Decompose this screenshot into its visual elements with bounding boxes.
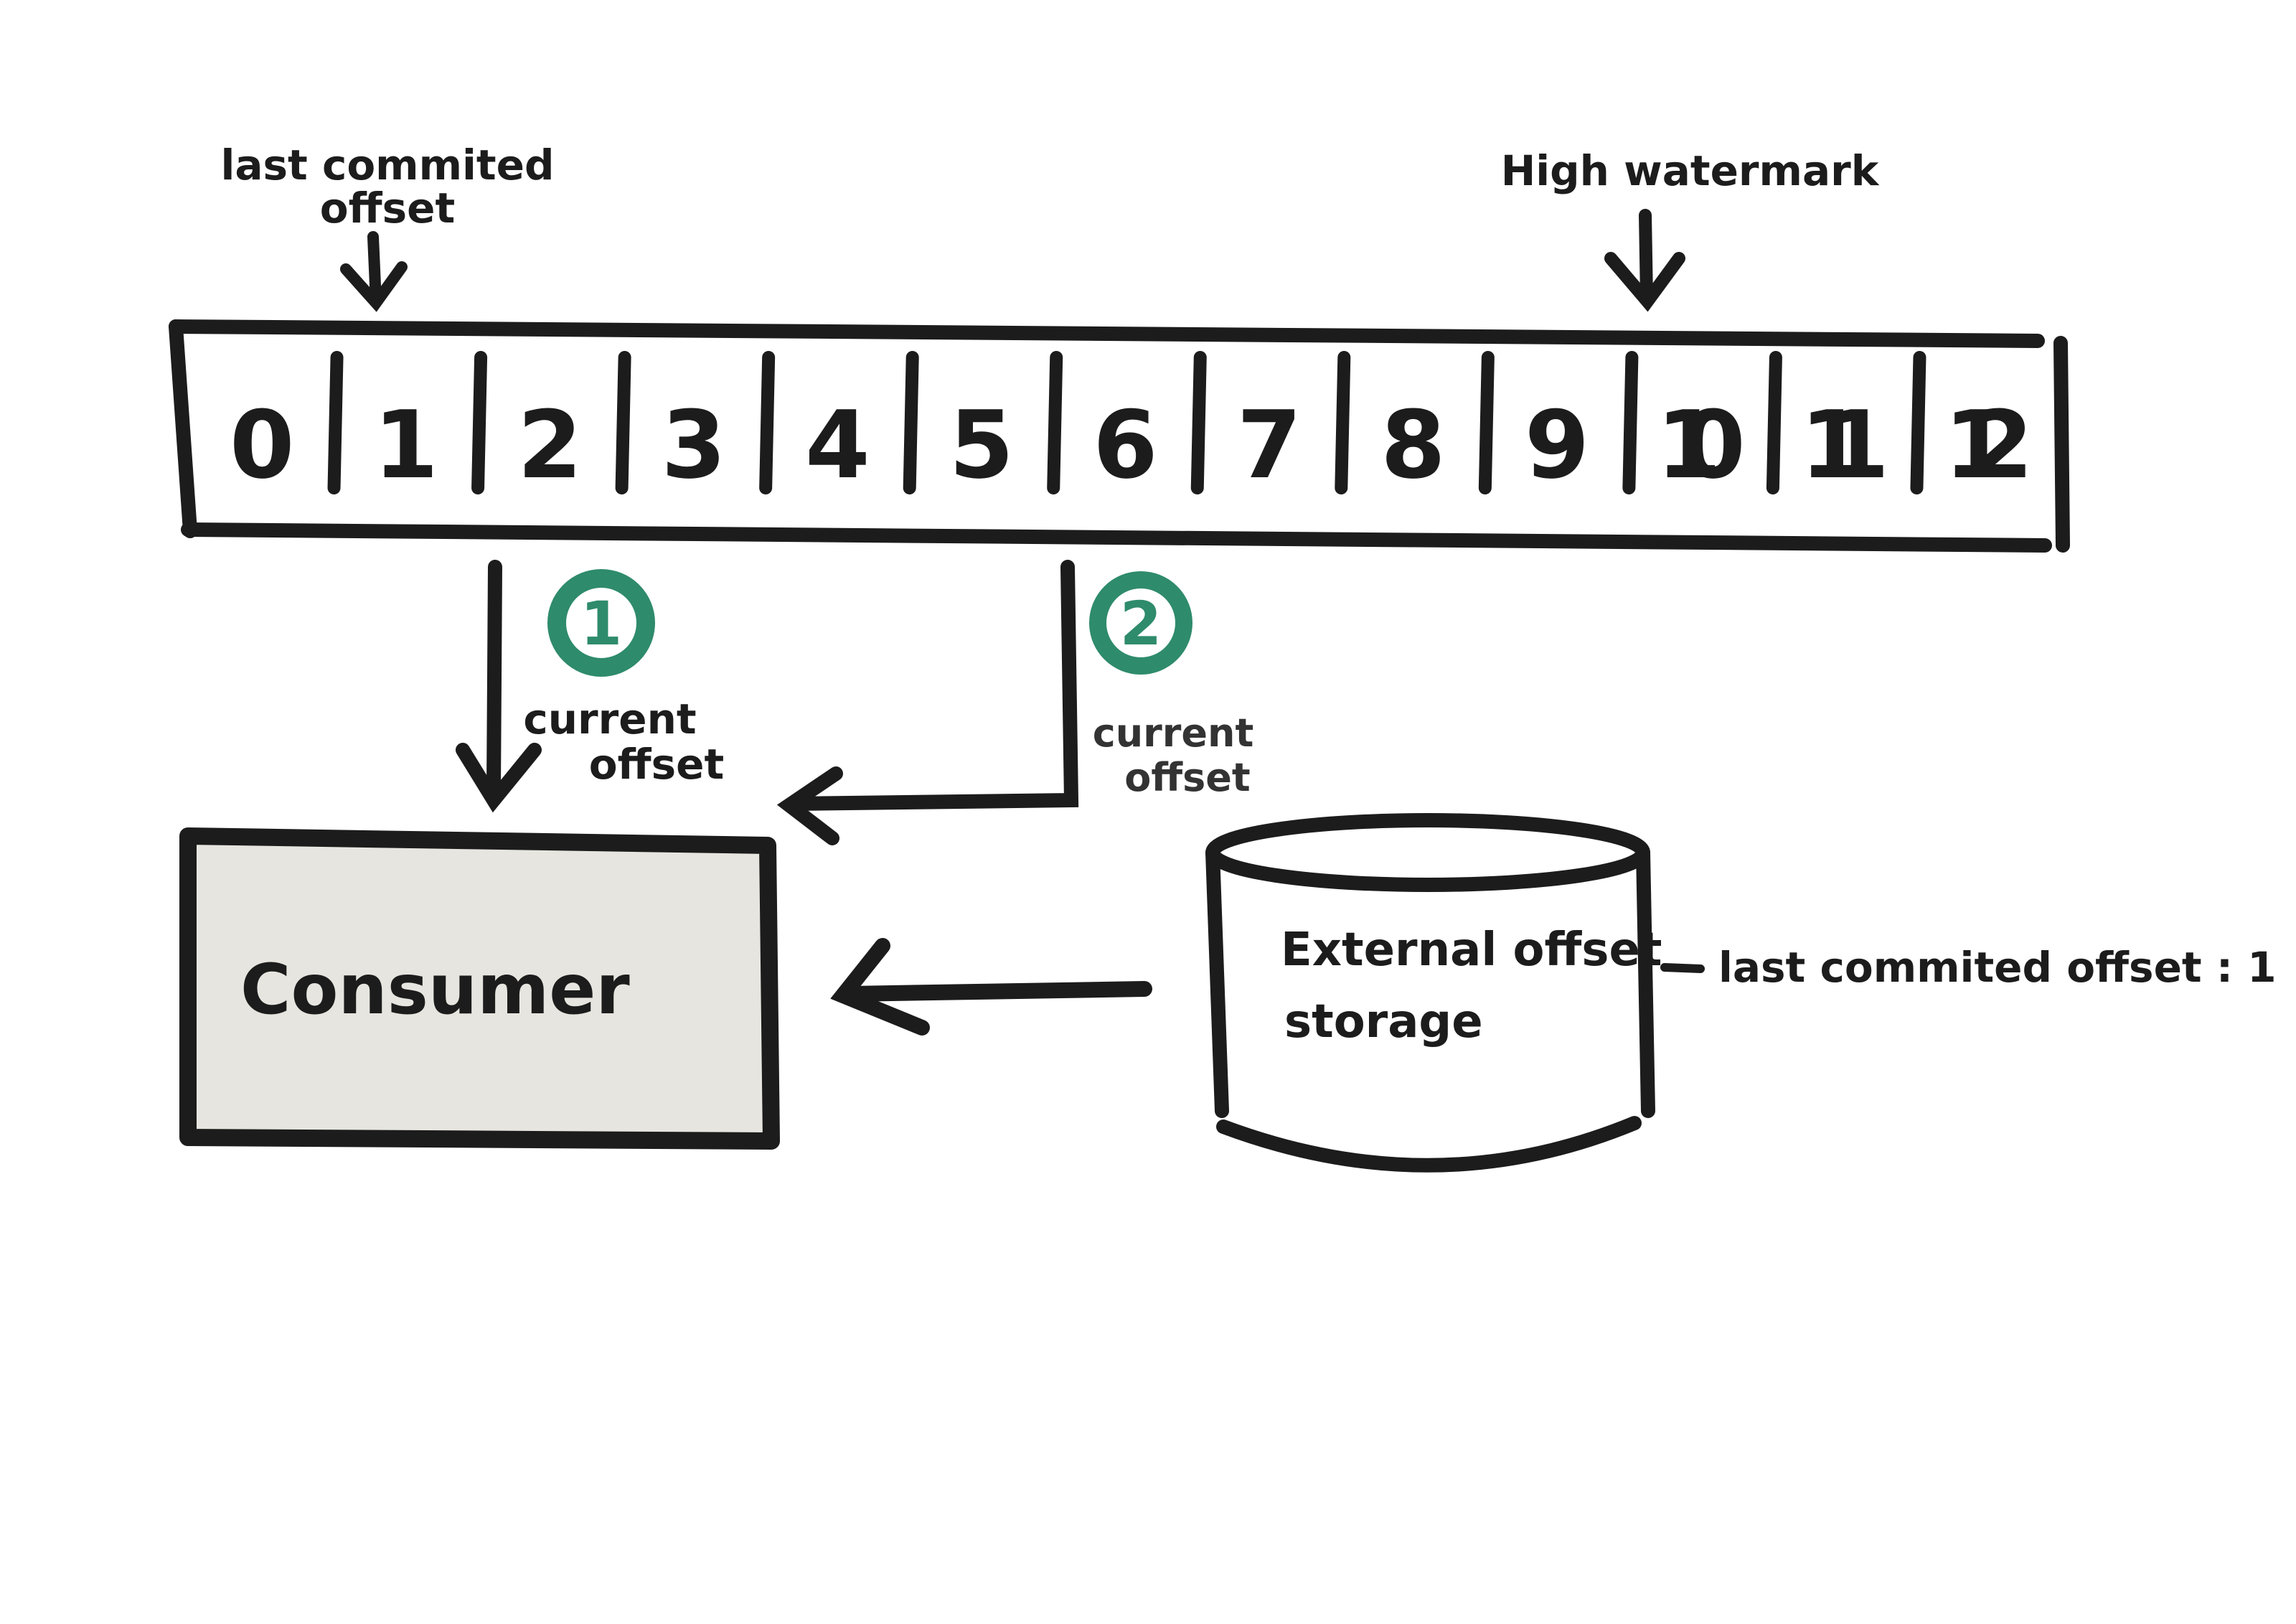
log-offset-1: 1 xyxy=(374,390,438,499)
log-divider xyxy=(1478,351,1495,494)
external-storage-label: External offset storage xyxy=(1281,924,1662,1048)
log-divider xyxy=(903,351,919,494)
last-committed-offset-label: last commited offset xyxy=(220,141,554,233)
log-right-border xyxy=(2053,336,2070,553)
external-storage-line-1: External offset xyxy=(1281,924,1662,977)
current-offset-2-line-2: offset xyxy=(1124,755,1250,800)
log-offset-2: 2 xyxy=(517,390,582,499)
annotation-dash xyxy=(1660,963,1705,973)
step-2-badge: 2 xyxy=(1089,571,1192,675)
log-offset-9: 9 xyxy=(1525,390,1589,499)
log-bottom-border xyxy=(181,522,2052,553)
log-dividers xyxy=(327,351,1926,494)
consumer-box: Consumer xyxy=(179,827,780,1150)
log-offset-11: 11 xyxy=(1800,390,1889,499)
log-divider xyxy=(1190,351,1207,494)
last-committed-line-1: last commited xyxy=(220,141,554,189)
log-divider xyxy=(1910,351,1926,494)
log-offset-7: 7 xyxy=(1237,390,1302,499)
log-divider xyxy=(1047,351,1063,494)
log-offset-0: 0 xyxy=(230,390,294,499)
partition-log xyxy=(169,319,2070,553)
current-offset-1-line-1: current xyxy=(523,695,696,743)
external-storage-line-2: storage xyxy=(1284,995,1483,1048)
arrow-storage-to-consumer xyxy=(830,938,1152,1036)
step-1-number: 1 xyxy=(580,588,622,659)
current-offset-2-label: current offset xyxy=(1093,710,1254,800)
log-offset-8: 8 xyxy=(1380,390,1445,499)
log-divider xyxy=(615,351,631,494)
log-left-border xyxy=(169,319,197,538)
log-divider xyxy=(471,351,488,494)
consumer-label: Consumer xyxy=(240,949,630,1030)
log-offset-6: 6 xyxy=(1093,390,1157,499)
step-2-number: 2 xyxy=(1120,588,1162,659)
arrow-down-to-offset-1 xyxy=(340,231,408,312)
log-divider xyxy=(1335,351,1351,494)
arrow-down-to-offset-10 xyxy=(1604,209,1685,312)
current-offset-2-line-1: current xyxy=(1093,710,1254,756)
step-1-badge: 1 xyxy=(547,569,655,677)
log-top-border xyxy=(169,319,2045,348)
arrow-step-1 xyxy=(456,560,542,813)
log-offset-12: 12 xyxy=(1944,390,2033,499)
log-offset-4: 4 xyxy=(805,390,870,499)
log-offset-10: 10 xyxy=(1656,390,1745,499)
high-watermark-label: High watermark xyxy=(1501,146,1880,195)
current-offset-1-line-2: offset xyxy=(589,740,724,789)
external-offset-storage xyxy=(1205,813,1655,1173)
log-divider xyxy=(1766,351,1782,494)
arrow-step-2 xyxy=(776,560,1079,845)
current-offset-1-label: current offset xyxy=(523,695,724,789)
last-committed-offset-annotation: last commited offset : 1 xyxy=(1718,943,2277,992)
log-offset-5: 5 xyxy=(949,390,1014,499)
log-divider xyxy=(1622,351,1639,494)
log-offset-3: 3 xyxy=(662,390,726,499)
last-committed-line-2: offset xyxy=(320,184,455,233)
log-divider xyxy=(759,351,776,494)
log-divider xyxy=(327,351,344,494)
